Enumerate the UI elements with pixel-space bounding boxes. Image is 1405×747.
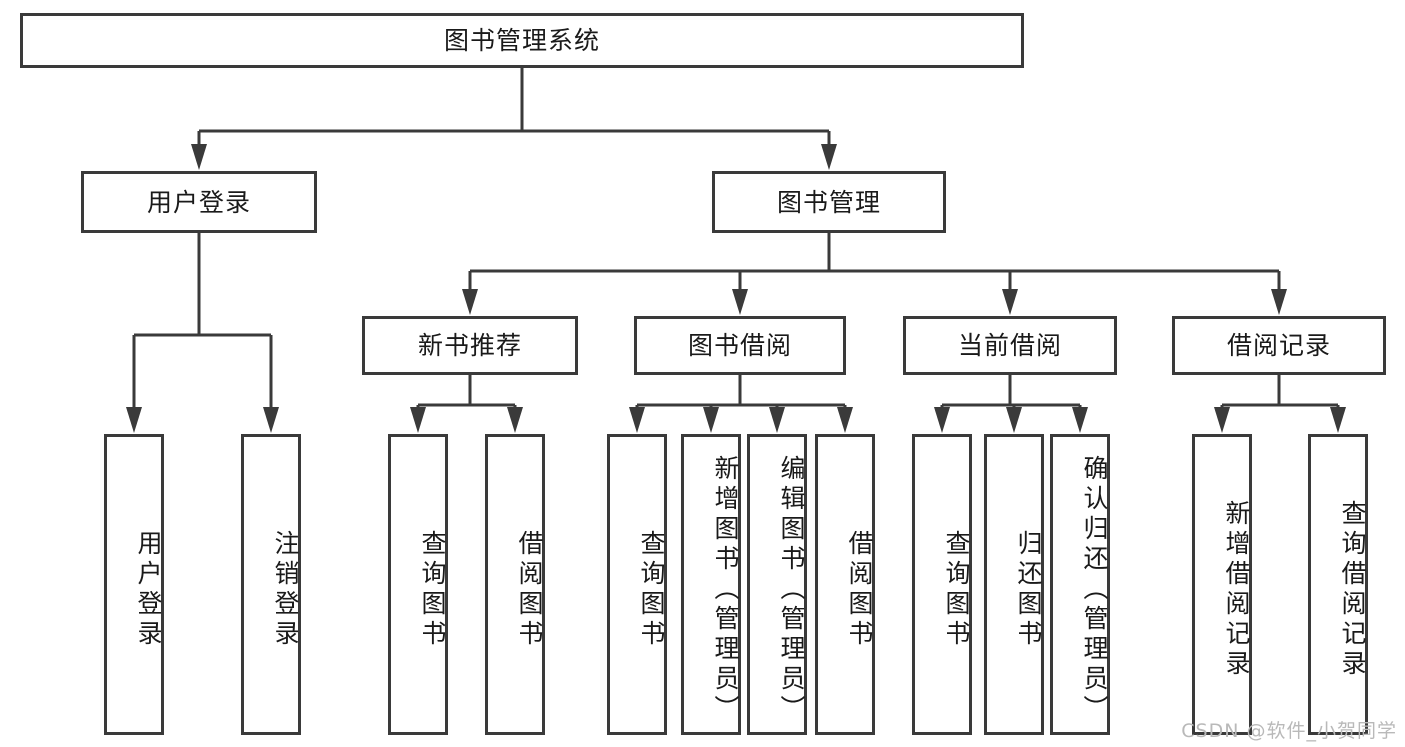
node-label: 借阅图书 bbox=[845, 529, 874, 650]
arrowhead-icon-l-login bbox=[126, 407, 142, 433]
node-n-borrow[interactable]: 借阅图书 bbox=[485, 434, 545, 735]
node-root[interactable]: 图书管理系统 bbox=[20, 13, 1024, 68]
node-c-confirm[interactable]: 确认归还（管理员） bbox=[1050, 434, 1110, 735]
arrowhead-icon-bookmgmt bbox=[821, 144, 837, 170]
node-label: 归还图书 bbox=[1014, 529, 1043, 650]
arrowhead-icon-c-confirm bbox=[1072, 407, 1088, 433]
arrowhead-icon-b-add bbox=[703, 407, 719, 433]
node-label: 借阅记录 bbox=[1226, 331, 1331, 360]
node-b-lend[interactable]: 借阅图书 bbox=[815, 434, 875, 735]
node-label: 查询图书 bbox=[942, 529, 971, 650]
arrowhead-icon-r-add bbox=[1214, 407, 1230, 433]
node-label: 确认归还（管理员） bbox=[1080, 454, 1109, 725]
node-label: 图书管理系统 bbox=[443, 26, 600, 55]
node-login[interactable]: 用户登录 bbox=[81, 171, 317, 233]
node-r-query[interactable]: 查询借阅记录 bbox=[1308, 434, 1368, 735]
arrowhead-icon-current bbox=[1002, 289, 1018, 315]
arrowhead-icon-b-query bbox=[629, 407, 645, 433]
node-current[interactable]: 当前借阅 bbox=[903, 316, 1117, 375]
node-label: 当前借阅 bbox=[957, 331, 1062, 360]
node-label: 借阅图书 bbox=[515, 529, 544, 650]
node-label: 用户登录 bbox=[146, 187, 251, 217]
arrowhead-icon-b-edit bbox=[769, 407, 785, 433]
arrowhead-icon-login bbox=[191, 144, 207, 170]
node-label: 图书管理 bbox=[776, 187, 881, 217]
node-b-add[interactable]: 新增图书（管理员） bbox=[681, 434, 741, 735]
arrowhead-icon-newbook bbox=[462, 289, 478, 315]
node-b-edit[interactable]: 编辑图书（管理员） bbox=[747, 434, 807, 735]
node-l-login[interactable]: 用户登录 bbox=[104, 434, 164, 735]
node-label: 新增图书（管理员） bbox=[711, 454, 740, 725]
node-r-add[interactable]: 新增借阅记录 bbox=[1192, 434, 1252, 735]
node-label: 编辑图书（管理员） bbox=[777, 454, 806, 725]
node-l-logout[interactable]: 注销登录 bbox=[241, 434, 301, 735]
arrowhead-icon-c-query bbox=[934, 407, 950, 433]
arrowhead-icon-records bbox=[1271, 289, 1287, 315]
node-label: 查询图书 bbox=[637, 529, 666, 650]
watermark-credit: CSDN @软件_小贺同学 bbox=[1181, 720, 1397, 742]
arrowhead-icon-n-borrow bbox=[507, 407, 523, 433]
node-label: 注销登录 bbox=[271, 529, 300, 650]
arrowhead-icon-l-logout bbox=[263, 407, 279, 433]
node-c-query[interactable]: 查询图书 bbox=[912, 434, 972, 735]
node-label: 新增借阅记录 bbox=[1222, 499, 1251, 680]
node-label: 查询图书 bbox=[418, 529, 447, 650]
node-n-query[interactable]: 查询图书 bbox=[388, 434, 448, 735]
node-b-query[interactable]: 查询图书 bbox=[607, 434, 667, 735]
node-bookmgmt[interactable]: 图书管理 bbox=[712, 171, 946, 233]
node-records[interactable]: 借阅记录 bbox=[1172, 316, 1386, 375]
node-label: 用户登录 bbox=[134, 529, 163, 650]
node-label: 查询借阅记录 bbox=[1338, 499, 1367, 680]
arrowhead-icon-r-query bbox=[1330, 407, 1346, 433]
arrowhead-icon-n-query bbox=[410, 407, 426, 433]
arrowhead-icon-c-return bbox=[1006, 407, 1022, 433]
node-label: 图书借阅 bbox=[687, 331, 792, 360]
node-borrow[interactable]: 图书借阅 bbox=[634, 316, 846, 375]
arrowhead-icon-b-lend bbox=[837, 407, 853, 433]
node-newbook[interactable]: 新书推荐 bbox=[362, 316, 578, 375]
node-label: 新书推荐 bbox=[417, 331, 522, 360]
arrowhead-icon-borrow bbox=[732, 289, 748, 315]
node-c-return[interactable]: 归还图书 bbox=[984, 434, 1044, 735]
